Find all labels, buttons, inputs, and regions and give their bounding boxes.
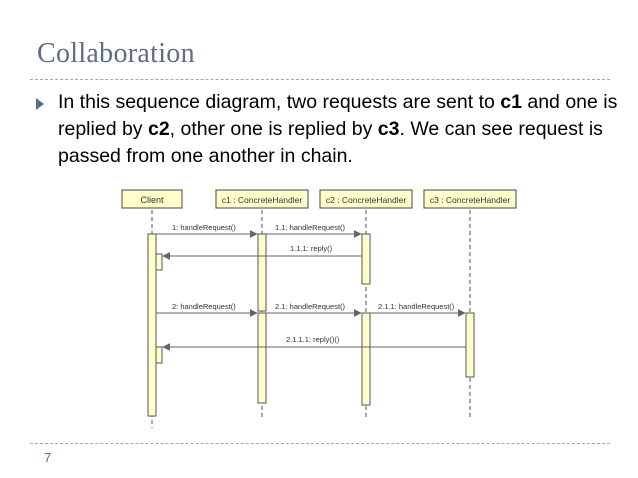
activation-client-reply-2: [155, 346, 163, 364]
participant-label: c3 : ConcreteHandler: [430, 195, 510, 205]
message-1-1: 1.1: handleRequest(): [266, 223, 362, 238]
message-1: 1: handleRequest(): [156, 223, 258, 238]
message-label: 2: handleRequest(): [172, 302, 236, 311]
message-label: 1.1.1: reply(): [290, 244, 333, 253]
activation-c2-2: [361, 312, 371, 406]
message-label: 1: handleRequest(): [172, 223, 236, 232]
participant-label: c1 : ConcreteHandler: [222, 195, 302, 205]
activation-c2-1: [361, 233, 371, 285]
participant-client: Client: [121, 189, 183, 209]
activation-c1-2: [257, 312, 267, 404]
activation-client: [147, 233, 157, 417]
slide-title: Collaboration: [37, 38, 195, 69]
message-2: 2: handleRequest(): [156, 302, 258, 317]
message-label: 2.1.1: handleRequest(): [378, 302, 455, 311]
message-2-1-1-1-reply: 2.1.1.1: reply()(): [162, 335, 466, 351]
bullet-text: In this sequence diagram, two requests a…: [58, 89, 618, 170]
footer-divider: [30, 443, 610, 444]
message-label: 2.1: handleRequest(): [275, 302, 346, 311]
page-number: 7: [44, 450, 52, 465]
participant-c3: c3 : ConcreteHandler: [423, 189, 517, 209]
message-2-1: 2.1: handleRequest(): [266, 302, 362, 317]
activation-c1-1: [257, 233, 267, 312]
message-label: 1.1: handleRequest(): [275, 223, 346, 232]
bullet-text-part: , other one is replied by: [169, 118, 378, 140]
participant-c2: c2 : ConcreteHandler: [319, 189, 413, 209]
activation-c3: [465, 312, 475, 378]
bullet-text-c3: c3: [377, 118, 400, 140]
bullet-text-c2: c2: [147, 118, 170, 140]
bullet-text-part: In this sequence diagram, two requests a…: [58, 91, 501, 113]
bullet-triangle-icon: [36, 98, 44, 110]
bullet-text-part: . We can see request is passed from one …: [58, 118, 603, 167]
title-divider: [30, 79, 610, 80]
participant-label: Client: [140, 195, 164, 205]
participant-label: c2 : ConcreteHandler: [326, 195, 406, 205]
bullet-text-c1: c1: [500, 91, 522, 113]
bullet-text-part: and one is replied by: [58, 91, 618, 140]
message-label: 2.1.1.1: reply()(): [286, 335, 340, 344]
message-2-1-1: 2.1.1: handleRequest(): [370, 302, 466, 317]
activation-client-reply-1: [155, 253, 163, 271]
message-1-1-1-reply: 1.1.1: reply(): [162, 244, 362, 260]
participant-c1: c1 : ConcreteHandler: [215, 189, 309, 209]
